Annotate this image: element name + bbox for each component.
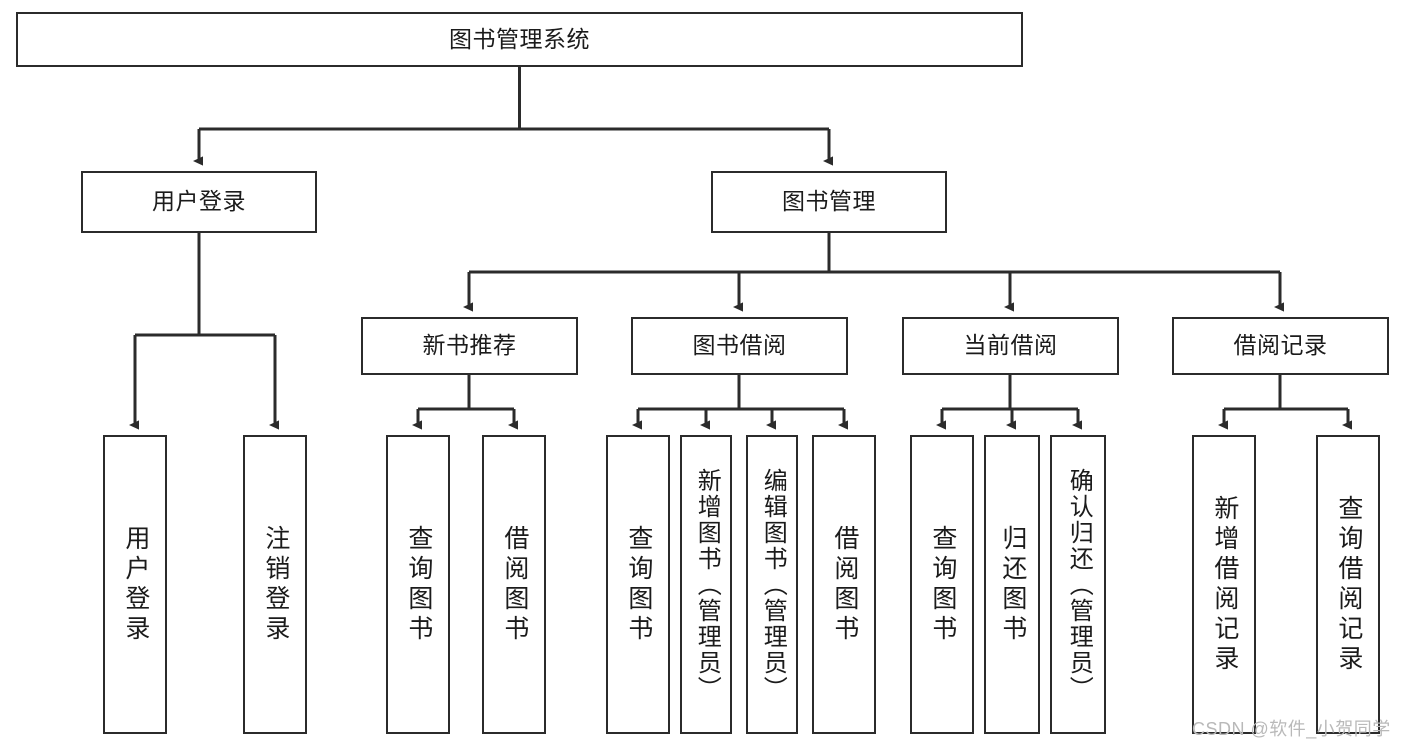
node-label: 新增借阅记录 — [1210, 494, 1239, 675]
node-label: 借阅记录 — [1233, 332, 1328, 359]
node-leaf-borrow-book-1[interactable]: 借阅图书 — [482, 435, 546, 734]
node-leaf-query-book-1[interactable]: 查询图书 — [386, 435, 450, 734]
node-leaf-query-book-3[interactable]: 查询图书 — [910, 435, 974, 734]
node-borrow-record[interactable]: 借阅记录 — [1172, 317, 1389, 375]
node-leaf-user-login[interactable]: 用户登录 — [103, 435, 167, 734]
node-leaf-query-book-2[interactable]: 查询图书 — [606, 435, 670, 734]
node-label: 查询借阅记录 — [1334, 494, 1363, 675]
node-book-manage[interactable]: 图书管理 — [711, 171, 947, 233]
node-label: 查询图书 — [404, 524, 433, 645]
node-new-book-recommend[interactable]: 新书推荐 — [361, 317, 578, 375]
node-label: 当前借阅 — [963, 332, 1058, 359]
node-label: 新增图书（管理员） — [693, 467, 721, 702]
node-label: 用户登录 — [121, 524, 150, 645]
node-leaf-add-borrow-record[interactable]: 新增借阅记录 — [1192, 435, 1256, 734]
node-label: 新书推荐 — [422, 332, 517, 359]
watermark-text: CSDN @软件_小贺同学 — [1192, 719, 1391, 739]
node-user-login[interactable]: 用户登录 — [81, 171, 317, 233]
node-label: 用户登录 — [152, 188, 246, 215]
node-label: 图书管理系统 — [449, 25, 590, 52]
node-label: 归还图书 — [998, 524, 1027, 645]
node-label: 查询图书 — [928, 524, 957, 645]
node-current-borrow[interactable]: 当前借阅 — [902, 317, 1119, 375]
node-root-system[interactable]: 图书管理系统 — [16, 12, 1023, 67]
node-leaf-query-borrow-record[interactable]: 查询借阅记录 — [1316, 435, 1380, 734]
node-leaf-add-book-admin[interactable]: 新增图书（管理员） — [680, 435, 732, 734]
node-label: 图书管理 — [782, 188, 876, 215]
node-label: 编辑图书（管理员） — [759, 467, 787, 702]
node-label: 借阅图书 — [830, 524, 859, 645]
node-label: 确认归还（管理员） — [1065, 467, 1093, 702]
node-leaf-confirm-return-admin[interactable]: 确认归还（管理员） — [1050, 435, 1106, 734]
node-leaf-edit-book-admin[interactable]: 编辑图书（管理员） — [746, 435, 798, 734]
node-leaf-logout[interactable]: 注销登录 — [243, 435, 307, 734]
node-label: 查询图书 — [624, 524, 653, 645]
node-leaf-borrow-book-2[interactable]: 借阅图书 — [812, 435, 876, 734]
node-label: 图书借阅 — [692, 332, 787, 359]
node-label: 注销登录 — [261, 524, 290, 645]
node-label: 借阅图书 — [500, 524, 529, 645]
node-leaf-return-book[interactable]: 归还图书 — [984, 435, 1040, 734]
node-book-borrow[interactable]: 图书借阅 — [631, 317, 848, 375]
